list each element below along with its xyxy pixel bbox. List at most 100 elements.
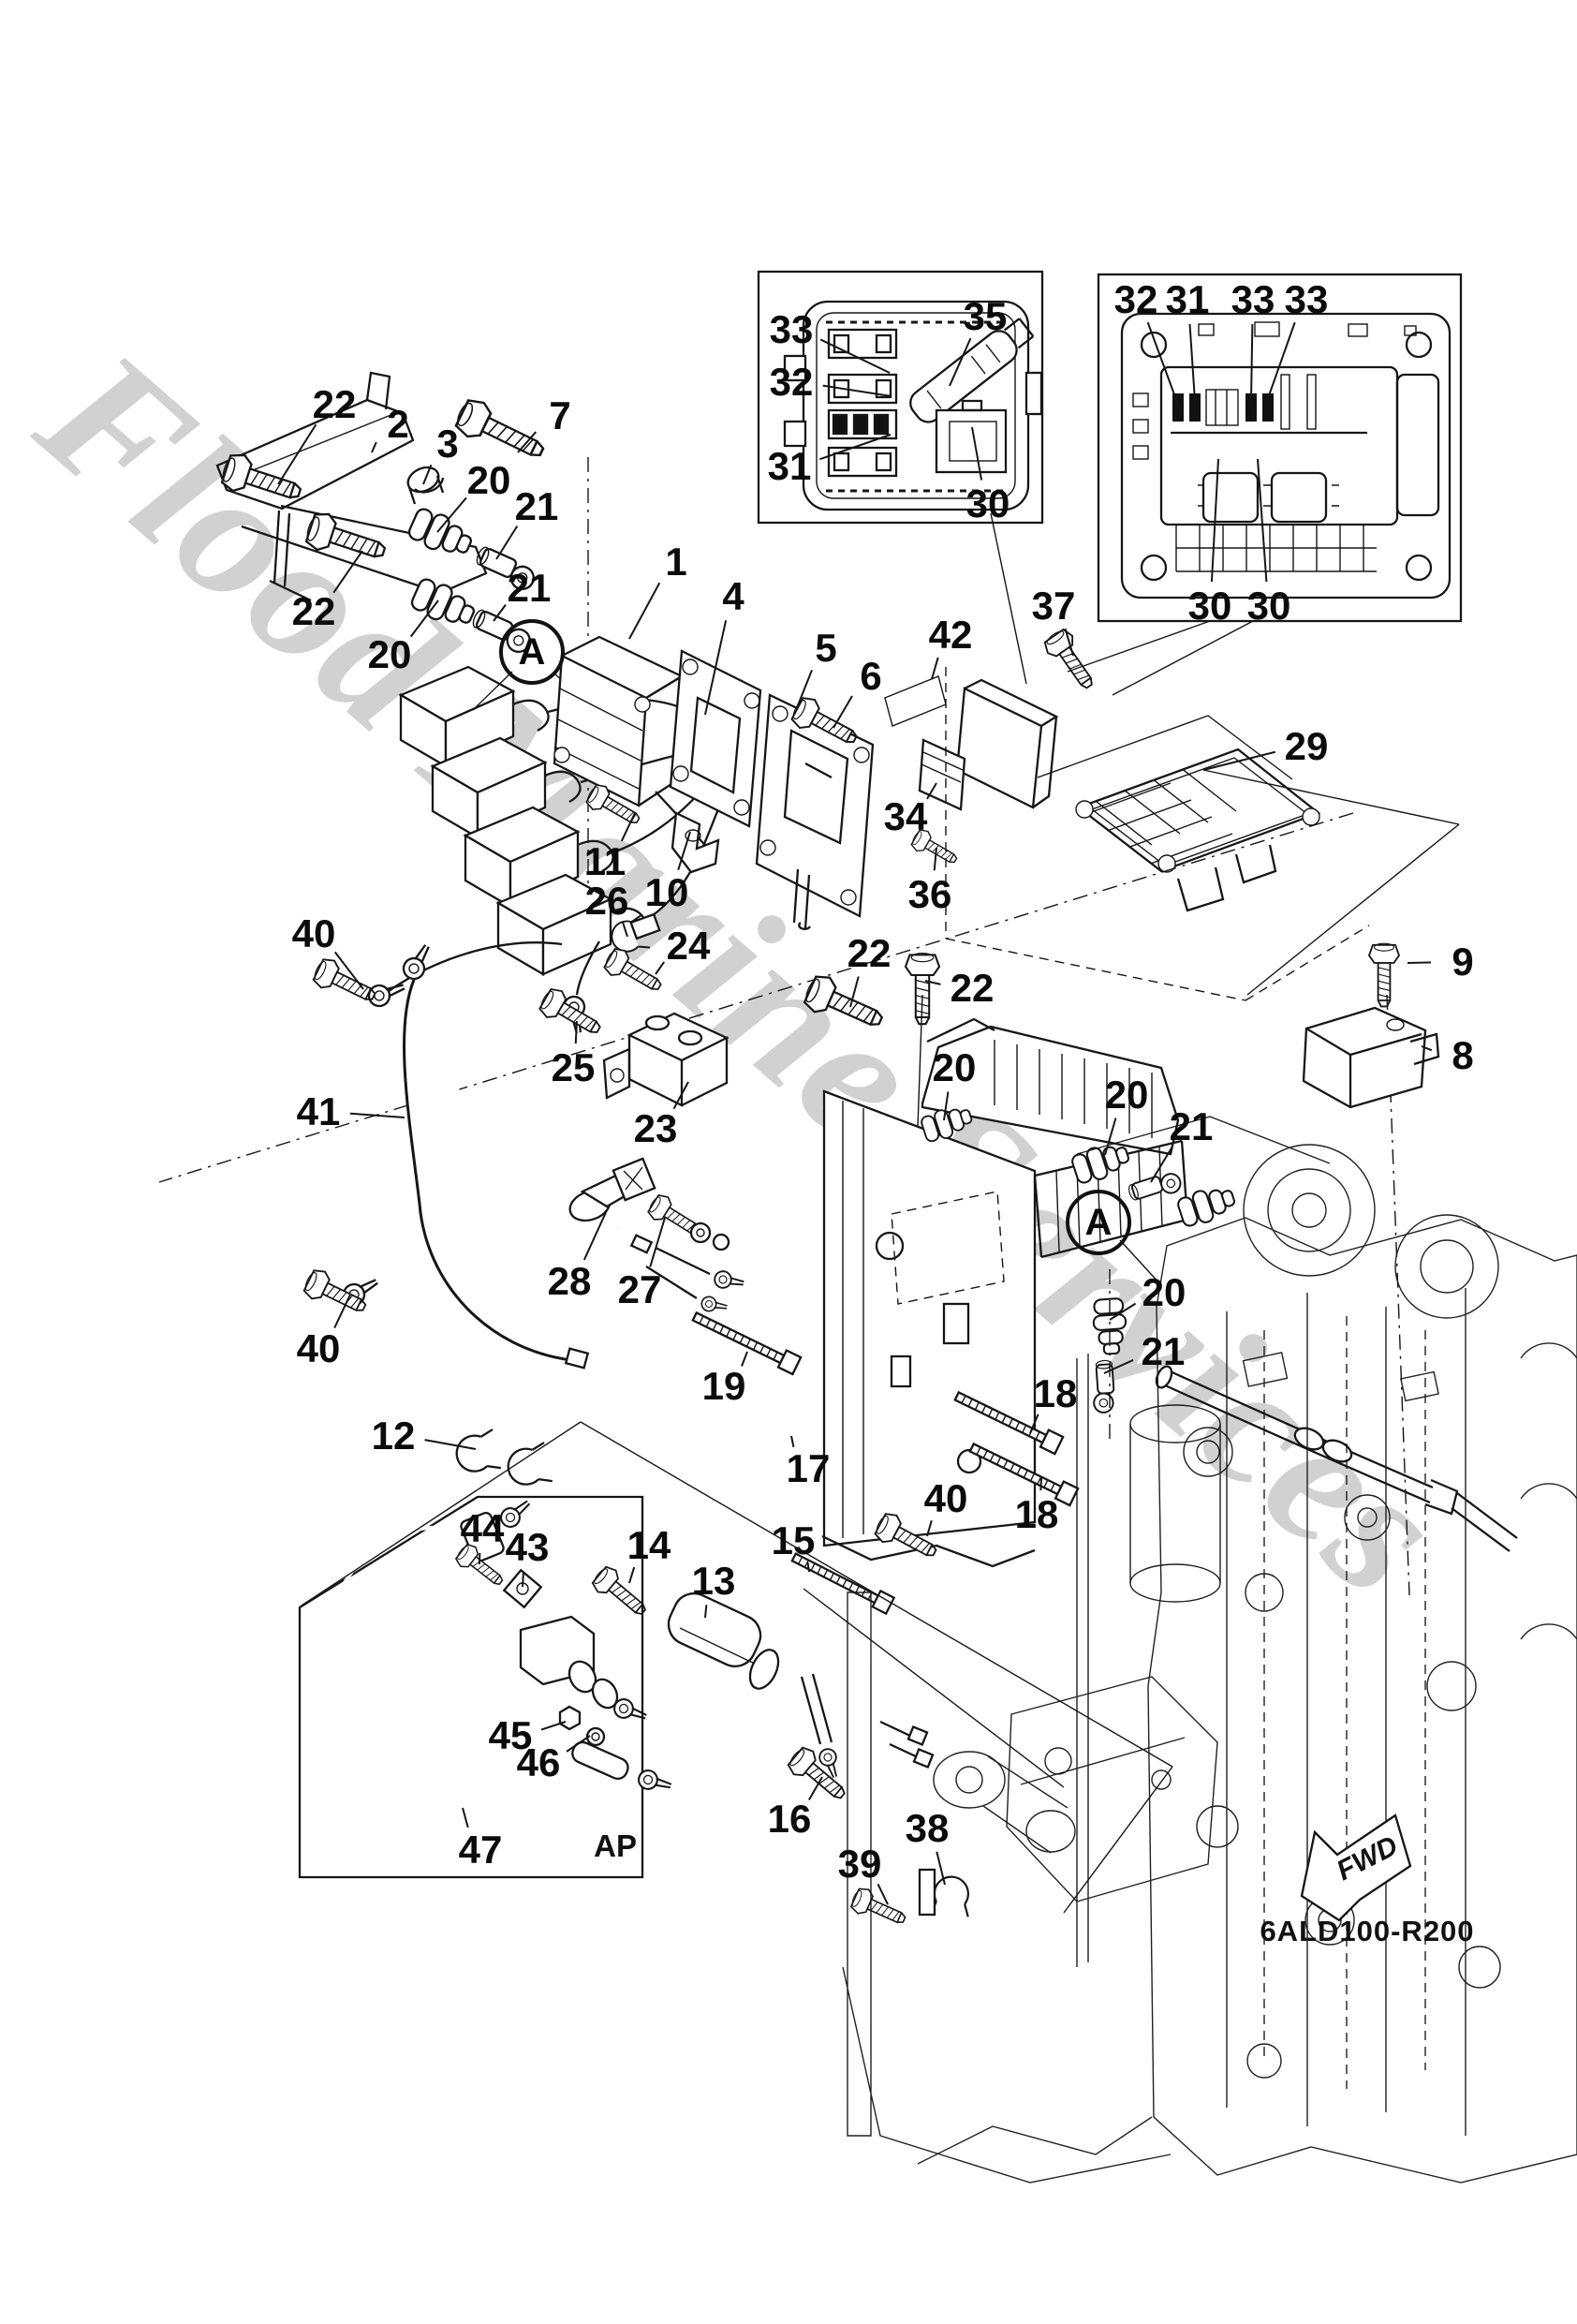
ap-label: AP xyxy=(594,1828,637,1863)
leader-2-1 xyxy=(371,441,377,453)
part-callout-20-33: 20 xyxy=(932,1045,977,1089)
leader-46-52 xyxy=(566,1735,591,1753)
part-callout-28-27: 28 xyxy=(547,1259,592,1303)
part-callout-33-64: 33 xyxy=(1231,277,1275,321)
leader-16-54 xyxy=(808,1776,823,1800)
part-callout-18-39: 18 xyxy=(1033,1371,1078,1415)
part-callout-27-28: 27 xyxy=(617,1267,662,1311)
part-callout-36-16: 36 xyxy=(907,872,952,916)
leader-15-50 xyxy=(806,1562,810,1573)
part-callout-14-48: 14 xyxy=(626,1523,671,1567)
part-callout-33-57: 33 xyxy=(769,307,814,351)
leader-20-7 xyxy=(409,600,439,638)
part-callout-6-13: 6 xyxy=(860,654,882,698)
leader-32-62 xyxy=(1146,321,1179,406)
part-callout-18-40: 18 xyxy=(1014,1492,1059,1536)
leader-1-10 xyxy=(628,582,661,640)
part-callout-5-12: 5 xyxy=(815,626,837,670)
part-callout-31-63: 31 xyxy=(1165,277,1210,321)
leader-18-40 xyxy=(1039,1477,1042,1491)
part-callout-40-45: 40 xyxy=(296,1326,341,1370)
part-callout-31-59: 31 xyxy=(767,444,812,488)
leader-18-39 xyxy=(1029,1414,1039,1434)
part-callout-26-21: 26 xyxy=(584,879,629,923)
leader-35-60 xyxy=(949,337,972,387)
leader-5-12 xyxy=(797,669,813,706)
leader-8-32 xyxy=(1421,1045,1433,1052)
leader-39-56 xyxy=(877,1883,889,1905)
diagram-code: 6ALD100-R200 xyxy=(1260,1915,1475,1947)
part-callout-22-30: 22 xyxy=(950,966,995,1010)
part-callout-30-67: 30 xyxy=(1246,584,1291,628)
leader-21-35 xyxy=(1150,1146,1173,1183)
leader-40-22 xyxy=(333,951,364,990)
rectifier-and-gaskets xyxy=(553,625,1103,930)
leader-9-31 xyxy=(1407,961,1432,964)
part-callout-1-10: 1 xyxy=(665,540,687,584)
part-callout-2-1: 2 xyxy=(387,402,409,446)
part-callout-20-34: 20 xyxy=(1104,1073,1149,1117)
leader-26-21 xyxy=(622,922,628,938)
leader-30-61 xyxy=(971,426,983,481)
part-callout-44-46: 44 xyxy=(460,1506,505,1550)
leader-33-65 xyxy=(1266,321,1296,402)
leader-21-4 xyxy=(495,525,519,560)
leader-42-14 xyxy=(931,657,939,680)
part-callout-25-24: 25 xyxy=(551,1045,596,1089)
leader-30-67 xyxy=(1257,458,1268,583)
part-callout-30-66: 30 xyxy=(1187,584,1232,628)
part-callout-10-20: 10 xyxy=(644,870,689,914)
relay-and-hardware xyxy=(300,912,941,1369)
leader-12-44 xyxy=(424,1439,477,1450)
fwd-arrow: FWD xyxy=(1300,1813,1412,1922)
part-callout-38-55: 38 xyxy=(905,1806,950,1850)
leader-30-66 xyxy=(1210,458,1219,583)
leader-40-42 xyxy=(926,1519,933,1537)
part-callout-40-22: 40 xyxy=(291,911,336,955)
part-callout-29-18: 29 xyxy=(1284,724,1329,768)
part-callout-41-26: 41 xyxy=(296,1089,341,1133)
leader-33-57 xyxy=(819,338,891,374)
part-callout-21-38: 21 xyxy=(1141,1329,1186,1373)
part-callout-30-61: 30 xyxy=(965,481,1010,525)
leader-25-24 xyxy=(574,1020,578,1044)
part-callout-12-44: 12 xyxy=(371,1414,416,1458)
leader-17-41 xyxy=(790,1435,795,1448)
part-callout-33-65: 33 xyxy=(1284,277,1329,321)
leader-20-33 xyxy=(943,1091,950,1121)
part-callout-39-56: 39 xyxy=(837,1842,882,1886)
leader-24-23 xyxy=(655,961,666,975)
leader-22-6 xyxy=(332,550,363,594)
leader-10-20 xyxy=(677,831,691,871)
ignition-coil-stack xyxy=(398,665,725,1036)
leader-6-13 xyxy=(833,695,853,729)
leader-27-28 xyxy=(649,1217,666,1267)
part-callout-21-8: 21 xyxy=(507,566,552,610)
part-callout-13-49: 13 xyxy=(691,1559,736,1603)
part-callout-9-31: 9 xyxy=(1452,940,1474,984)
leader-31-63 xyxy=(1188,323,1196,402)
part-callout-32-58: 32 xyxy=(769,360,814,404)
part-callout-24-23: 24 xyxy=(666,924,711,968)
leader-38-55 xyxy=(936,1851,946,1886)
leader-22-0 xyxy=(277,423,317,485)
leader-31-59 xyxy=(819,434,892,461)
leader-41-26 xyxy=(349,1112,405,1118)
leader-34-15 xyxy=(926,782,937,800)
part-callout-46-52: 46 xyxy=(516,1740,561,1784)
part-callout-20-37: 20 xyxy=(1142,1270,1186,1314)
leader-20-37 xyxy=(1109,1302,1137,1321)
leader-23-25 xyxy=(672,1081,689,1110)
inset-bracket-detail xyxy=(1067,273,1463,696)
part-callout-3-2: 3 xyxy=(436,422,459,466)
leader-37-17 xyxy=(1064,628,1074,657)
part-callout-45-51: 45 xyxy=(488,1713,533,1757)
leader-47-53 xyxy=(462,1807,469,1828)
leader-36-16 xyxy=(933,847,937,871)
leader-45-51 xyxy=(540,1721,567,1731)
ecu-cover xyxy=(158,667,1460,1183)
leader-lines xyxy=(277,321,1433,1905)
leader-7-5 xyxy=(517,431,538,453)
part-callout-22-29: 22 xyxy=(847,931,892,975)
